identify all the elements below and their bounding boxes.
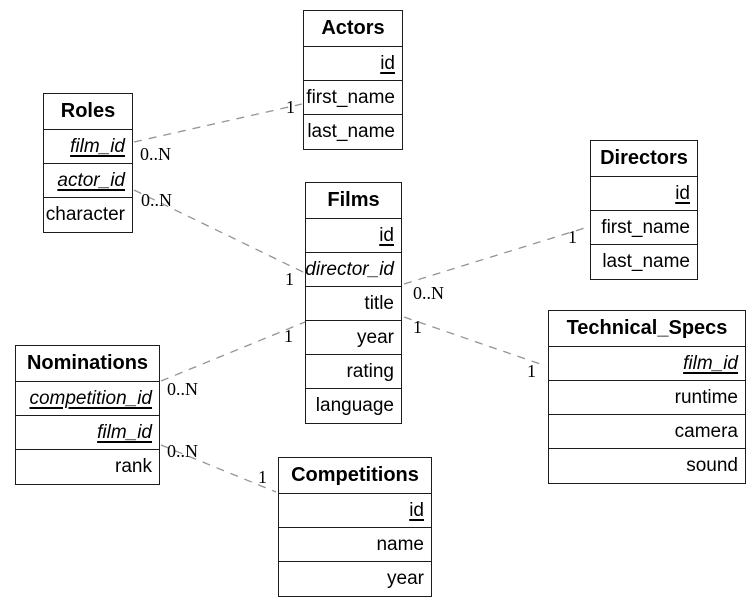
field-nominations-rank: rank [115, 456, 152, 477]
field-actors-id: id [304, 47, 402, 81]
field-films-rating: rating [306, 355, 401, 389]
field-actors-last_name: last_name [307, 121, 395, 142]
entity-title-roles: Roles [44, 94, 132, 130]
field-technical-specs-camera: camera [549, 415, 745, 449]
relationship-line-roles-actors [133, 103, 303, 143]
entity-title-directors: Directors [591, 141, 697, 177]
entity-title-technical-specs: Technical_Specs [549, 311, 745, 347]
field-roles-actor_id: actor_id [44, 164, 132, 198]
relationship-line-nominations-competitions [160, 444, 277, 493]
entity-title-films: Films [306, 183, 401, 219]
cardinality-label-films-technical-specs-1: 1 [527, 361, 536, 381]
field-films-title: title [306, 287, 401, 321]
cardinality-label-roles-films-1: 1 [285, 269, 294, 289]
field-nominations-film_id: film_id [16, 416, 159, 450]
field-competitions-year: year [387, 568, 424, 589]
field-directors-id: id [591, 177, 697, 211]
field-directors-last_name: last_name [602, 251, 690, 272]
field-films-year: year [306, 321, 401, 355]
field-competitions-id: id [279, 494, 431, 528]
field-competitions-name: name [279, 528, 431, 562]
field-actors-first_name: first_name [304, 81, 402, 115]
entity-title-competitions: Competitions [279, 458, 431, 494]
field-films-language: language [315, 395, 394, 416]
cardinality-label-roles-films-0: 0..N [141, 190, 172, 210]
relationship-line-films-technical-specs [403, 316, 547, 367]
cardinality-label-films-technical-specs-0: 1 [413, 317, 422, 337]
relationship-line-roles-films [133, 189, 306, 274]
field-films-id: id [306, 219, 401, 253]
field-technical-specs-film_id: film_id [549, 347, 745, 381]
cardinality-label-nominations-competitions-1: 1 [258, 467, 267, 487]
entity-title-actors: Actors [304, 11, 402, 47]
relationship-line-films-directors [403, 226, 589, 285]
field-roles-character: character [45, 204, 125, 225]
field-roles-film_id: film_id [44, 130, 132, 164]
relationship-line-nominations-films [160, 321, 306, 382]
cardinality-label-roles-actors-0: 0..N [140, 144, 171, 164]
cardinality-label-nominations-films-0: 0..N [167, 379, 198, 399]
cardinality-label-nominations-competitions-0: 0..N [167, 441, 198, 461]
cardinality-label-nominations-films-1: 1 [284, 326, 293, 346]
field-films-director_id: director_id [305, 253, 401, 287]
field-nominations-competition_id: competition_id [16, 382, 159, 416]
cardinality-label-roles-actors-1: 1 [286, 97, 295, 117]
cardinality-label-films-directors-0: 0..N [413, 283, 444, 303]
field-technical-specs-sound: sound [686, 455, 738, 476]
cardinality-label-films-directors-1: 1 [568, 227, 577, 247]
field-directors-first_name: first_name [591, 211, 697, 245]
field-technical-specs-runtime: runtime [549, 381, 745, 415]
entity-title-nominations: Nominations [16, 346, 159, 382]
